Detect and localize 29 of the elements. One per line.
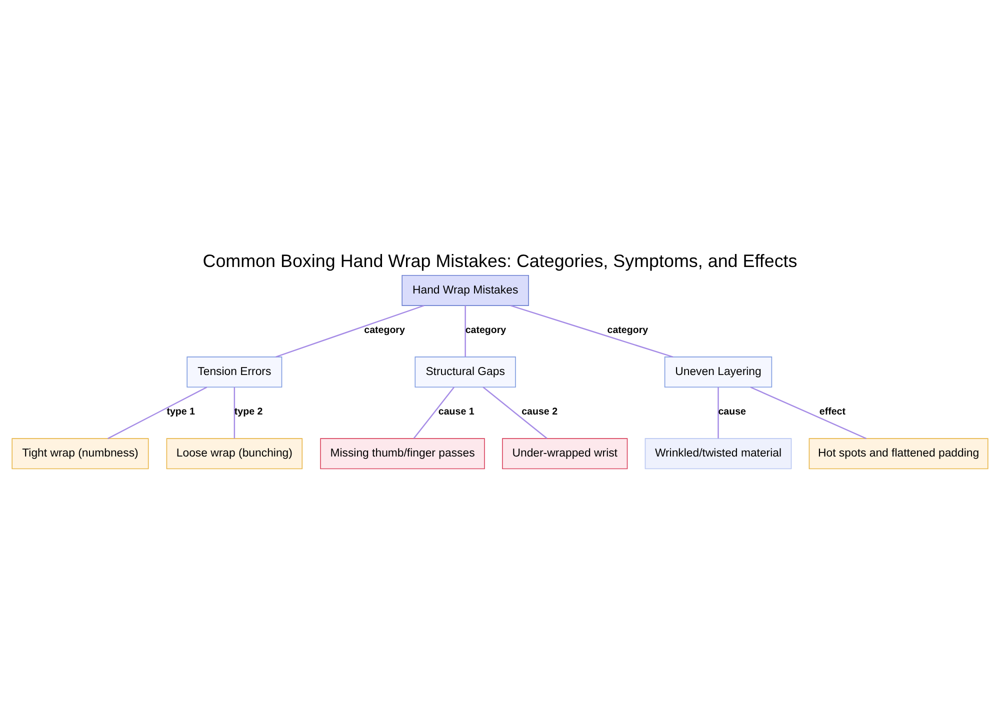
- edge-label: cause 2: [522, 406, 558, 418]
- edge-label: category: [364, 324, 405, 336]
- node-box: Tight wrap (numbness): [12, 438, 149, 470]
- edge-label: category: [465, 324, 506, 336]
- edge-label: type 2: [234, 406, 263, 418]
- node-box: Under-wrapped wrist: [502, 438, 628, 470]
- edge-label: effect: [819, 406, 846, 418]
- connector: [234, 387, 236, 438]
- node-box: Loose wrap (bunching): [166, 438, 303, 470]
- node-box: Missing thumb/finger passes: [320, 438, 485, 470]
- connector: [510, 305, 674, 358]
- connector: [108, 386, 208, 440]
- edge-label: type 1: [166, 406, 195, 418]
- connector: [276, 305, 424, 358]
- node-box: Tension Errors: [186, 356, 282, 388]
- node-box: Wrinkled/twisted material: [644, 438, 792, 470]
- edge-label: cause 1: [438, 406, 474, 418]
- edge-label: cause: [718, 406, 746, 418]
- diagram-title: Common Boxing Hand Wrap Mistakes: Categories, Symptoms, and Effects: [202, 250, 798, 271]
- node-box: Uneven Layering: [664, 356, 772, 388]
- connector: [464, 306, 466, 357]
- connector: [718, 387, 719, 438]
- node-box: Hot spots and flattened padding: [808, 438, 988, 470]
- connector: [482, 386, 548, 439]
- node-box: Structural Gaps: [414, 356, 516, 388]
- node-box: Hand Wrap Mistakes: [402, 274, 529, 306]
- connector: [413, 386, 455, 439]
- connector: [750, 386, 867, 440]
- edge-label: category: [607, 324, 648, 336]
